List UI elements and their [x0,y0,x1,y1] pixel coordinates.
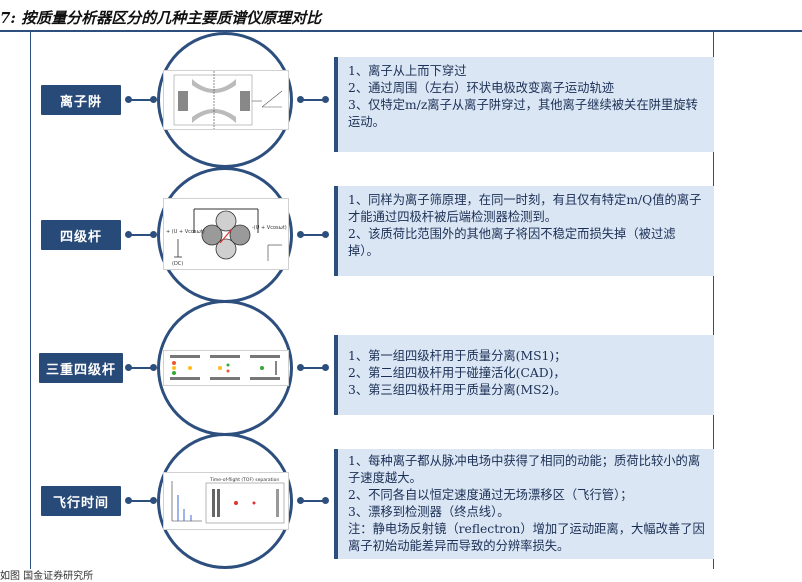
time-of-flight-diagram: Time-of-flight (TOF) separation [163,472,289,530]
figure-title-bar: 7: 按质量分析器区分的几种主要质谱仪原理对比 [0,0,802,32]
triple-quadrupole-diagram [163,350,289,386]
row-label-time-of-flight: 飞行时间 [41,486,121,516]
quad-left-voltage: + (U + Vcosωt) [166,229,205,235]
source-note: 如图 国金证券研究所 [0,571,94,582]
quad-ground-label: (DC) [172,261,183,267]
quadrupole-diagram: + (U + Vcosωt) -(U + Vcosωt) (DC) [163,198,289,270]
content-frame [30,32,714,569]
row-label-triple-quadrupole: 三重四级杆 [39,353,123,383]
description-line: 2、通过周围（左右）环状电极改变离子运动轨迹 [348,81,615,95]
connector [125,364,157,371]
connector [297,497,329,504]
ion-trap-diagram [163,70,289,130]
row-label-quadrupole: 四级杆 [41,220,121,250]
description-line: 2、不同各自以恒定速度通过无场漂移区（飞行管）； [348,488,633,502]
connector [297,364,329,371]
quadrupole-description: 1、同样为离子筛原理，在同一时刻，有且仅有特定m/Q值的离子才能通过四极杆被后端… [334,186,714,276]
figure-title: 7: 按质量分析器区分的几种主要质谱仪原理对比 [0,9,322,27]
description-line: 2、第二组四极杆用于碰撞活化(CAD)， [348,366,566,380]
connector [125,231,157,238]
description-line: 3、仅特定m/z离子从离子阱穿过，其他离子继续被关在阱里旋转运动。 [348,98,698,129]
description-line: 3、漂移到检测器（终点线）。 [348,505,510,519]
description-line: 1、每种离子都从脉冲电场中获得了相同的动能；质荷比较小的离子速度越大。 [348,454,701,485]
description-line: 1、第一组四级杆用于质量分离(MS1)； [348,349,567,363]
description-line: 1、离子从上而下穿过 [348,64,467,78]
time-of-flight-description: 1、每种离子都从脉冲电场中获得了相同的动能；质荷比较小的离子速度越大。 2、不同… [334,449,714,559]
quad-right-voltage: -(U + Vcosωt) [252,225,287,231]
connector [297,96,329,103]
tof-diagram-title: Time-of-flight (TOF) separation [209,477,279,483]
triple-quadrupole-description: 1、第一组四级杆用于质量分离(MS1)； 2、第二组四极杆用于碰撞活化(CAD)… [334,335,714,415]
description-line: 2、该质荷比范围外的其他离子将因不稳定而损失掉（被过滤掉）。 [348,227,676,258]
description-line: 1、同样为离子筛原理，在同一时刻，有且仅有特定m/Q值的离子才能通过四极杆被后端… [348,193,702,224]
connector [125,96,157,103]
ion-trap-description: 1、离子从上而下穿过 2、通过周围（左右）环状电极改变离子运动轨迹 3、仅特定m… [334,57,714,152]
connector [125,497,157,504]
description-line: 3、第三组四极杆用于质量分离(MS2)。 [348,383,567,397]
connector [297,231,329,238]
row-label-ion-trap: 离子阱 [41,85,121,115]
description-line: 注：静电场反射镜（reflectron）增加了运动距离，大幅改善了因离子初始动能… [348,522,705,553]
